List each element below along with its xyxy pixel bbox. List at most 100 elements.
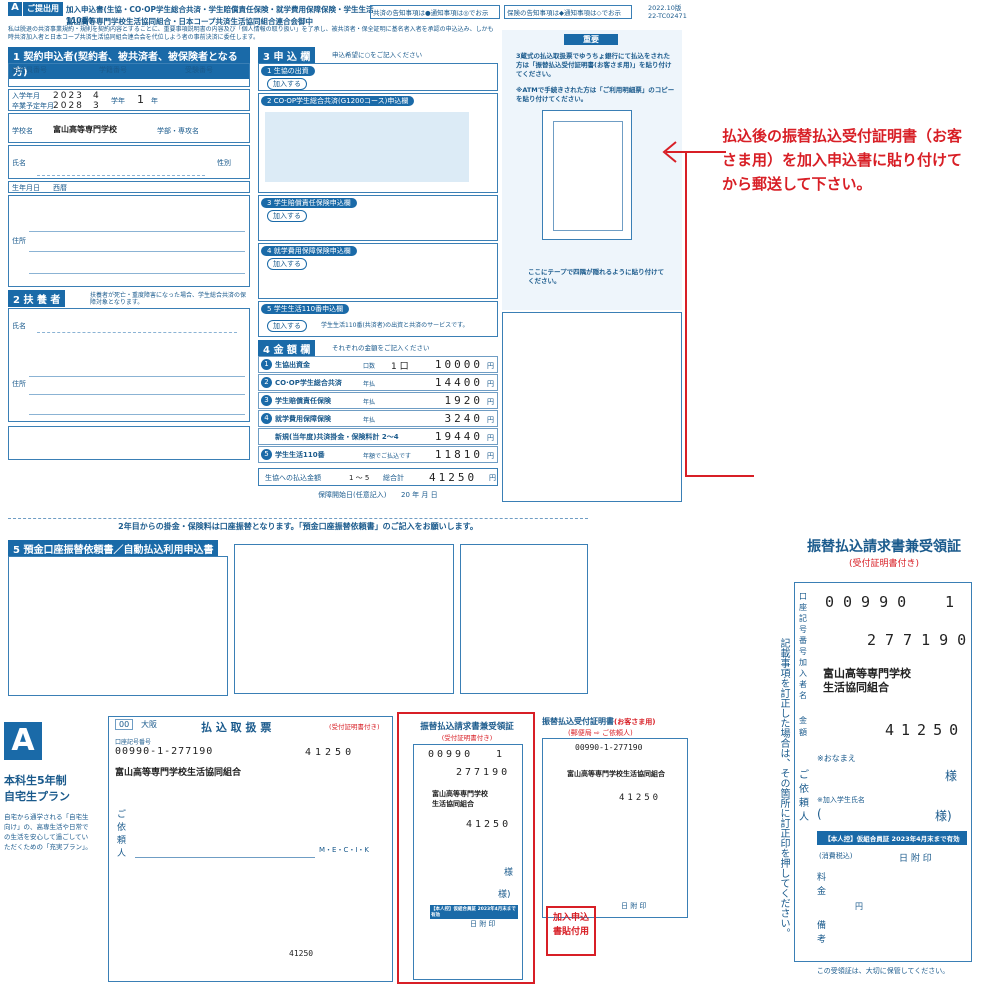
receipt-large-sub: (受付証明書付き) [848,559,920,569]
amount-row-label: 就学費用保障保険 [275,415,331,423]
total-value[interactable]: 41250 [429,471,478,484]
sample-certificate [542,110,632,240]
rl-member-badge: 【本人控】仮組合員証 2023年4月末まで有効 [817,831,967,845]
amount-row-value[interactable]: 11810 [434,448,483,461]
grade-value[interactable]: 1 [137,93,144,106]
side-plan: A 本科生5年制 自宅生プラン 自宅から通学される「自宅生向け」の、高専生活や日… [0,716,98,976]
slip-payee: 富山高等専門学校生活協同組合 [115,765,241,778]
rl-amount-label: 金額 [799,716,807,737]
section-5-body [8,556,228,696]
amount-row-unit: 円 [487,434,494,442]
admission-year[interactable]: 2023 [53,91,84,101]
intro-text: 私は脱退の共済事業規約・規則を契約内容とすることに、重要事項説明書の内容及び「個… [8,26,494,41]
birth-era: 西暦 [53,184,67,192]
form-title-line2: 富山高等専門学校生活協同組合・日本コープ共済生活協同組合連合会御中 [66,17,314,26]
slip-mecik: M・E・C・I・K [319,846,370,854]
rl-remarks-label: 備考 [817,921,827,945]
rl-account-c: 277190 [867,631,976,649]
slip-code: 00 [115,719,134,730]
address-line-2[interactable] [29,236,245,252]
total-row: 生協への払込金額 1 〜 5 総合計 41250 円 [258,468,498,486]
rl-payee-label: 加入者名 [799,658,807,700]
amount-row: 新規(当年度)共済掛金・保険料計 2〜4 19440 円 [258,428,498,445]
section-4-title: 4 金 額 欄 [258,340,316,357]
receipt-small-honorific-1: 様 [504,868,514,878]
sec3-item4: 4 就学費用保障保険申込欄 加入する [258,243,498,299]
section-5-account [234,544,454,694]
callout-text: 払込後の振替払込受付証明書（お客さま用）を加入申込書に貼り付けてから郵送して下さ… [722,127,963,193]
graduation-year[interactable]: 2028 [53,101,84,111]
section-2-title: 2 扶 養 者 [8,290,66,307]
admission-month[interactable]: 4 [93,91,99,101]
dept-label: 学部・専攻名 [157,127,199,135]
sec3-item1: 1 生協の出資 加入する [258,63,498,91]
amount-row-unit: 円 [487,380,494,388]
amount-row-note: 口数 [363,363,376,370]
sec3-item5: 5 学生生活110番申込欄 加入する 学生生活110番(共済者)の出資と共済のサ… [258,301,498,337]
school-name[interactable]: 富山高等専門学校 [53,125,117,134]
amount-row-qty[interactable]: 1 口 [391,362,409,372]
amount-row-label: 学生賠償責任保険 [275,397,331,405]
address-line-3[interactable] [29,258,245,274]
guardian-address-1[interactable] [29,363,245,377]
amount-row-value[interactable]: 10000 [434,358,483,371]
sec3-item3-head: 3 学生賠償責任保険申込欄 [261,198,357,208]
exam-no-label: 受験番号 [185,66,213,74]
slip-amount: 41250 [305,747,356,758]
slip-account-no: 00990-1-277190 [115,746,214,757]
guardian-address-2[interactable] [29,381,245,395]
birth-label: 生年月日 [12,184,40,192]
slip-breakdown [135,857,315,927]
rl-payee-2: 生活協同組合 [823,681,889,694]
important-title: 重要 [564,34,618,45]
amount-row-number: 5 [261,449,272,460]
amount-row-value[interactable]: 14400 [434,376,483,389]
section-5-title: 5 預金口座振替依頼書／自動払込利用申込書 [8,540,219,557]
graduation-label: 卒業予定年月 [12,102,54,110]
total-label: 生協への払込金額 [265,474,321,482]
receipt-small-payee-1: 富山高等専門学校 [432,790,488,798]
total-range: 1 〜 5 [349,474,370,482]
name-input[interactable] [37,150,205,176]
stamp-label: 加入申込書貼付用 [552,913,589,937]
receipt-large-title: 振替払込請求書兼受領証 [807,539,961,555]
important-text-1: 3蔵式の払込取扱票でゆうちょ銀行にて払込をされた方は「振替払込受付証明書(お客さ… [516,52,672,78]
rl-fee-yen: 円 [855,902,863,911]
notice-share: 共済の告知事項は●通知事項は◎でお示 [370,5,500,19]
plan-desc: 自宅から通学される「自宅生向け」の、高専生活や日常での生活を安心して過ごしていた… [4,813,92,851]
address-line-1[interactable] [29,216,245,232]
sec3-item1-join-button[interactable]: 加入する [267,78,307,90]
guardian-name-input[interactable] [37,313,237,333]
customer-cert-payee: 富山高等専門学校生活協同組合 [567,770,665,778]
regional-coop-box [8,426,250,460]
stamp-label-box: 加入申込書貼付用 [546,906,596,956]
grade-unit: 年 [151,97,158,105]
rl-fee-tax: (消費税込) [819,852,853,860]
sec3-item3-join-button[interactable]: 加入する [267,210,307,222]
start-date-value[interactable]: 20 年 月 日 [401,491,438,499]
rl-student-label: ※加入学生氏名 [817,796,865,804]
customer-cert-amount: 41250 [619,793,662,803]
amount-row-label: 新規(当年度)共済掛金・保険料計 2〜4 [275,433,399,441]
form-code: 22-TC02471 [648,12,687,20]
amount-row-value[interactable]: 3240 [444,412,483,425]
receipt-large-form: 口座記号番号 00990 1 277190 加入者名 富山高等専門学校 生活協同… [794,582,972,962]
guardian-address-3[interactable] [29,401,245,415]
graduation-month[interactable]: 3 [93,101,99,111]
rl-account-label: 口座記号番号 [799,592,807,656]
sec3-item5-note: 学生生活110番(共済者)の出資と共済のサービスです。 [321,322,469,329]
amount-row-label: CO·OP学生総合共済 [275,379,342,387]
total-unit: 円 [489,474,496,482]
receipt-small-form: 00990 1 277190 富山高等専門学校 生活協同組合 41250 様 様… [413,744,523,980]
date-code: 2022.10版 [648,4,682,12]
rl-footer: この受領証は、大切に保管してください。 [816,967,950,975]
guardian-address-label: 住所 [12,380,26,388]
sec3-item5-join-button[interactable]: 加入する [267,320,307,332]
sec3-item4-join-button[interactable]: 加入する [267,258,307,270]
amount-row-value[interactable]: 19440 [434,430,483,443]
amount-row-unit: 円 [487,398,494,406]
receipt-small-account-b: 1 [496,749,503,760]
amount-row-value[interactable]: 1920 [444,394,483,407]
